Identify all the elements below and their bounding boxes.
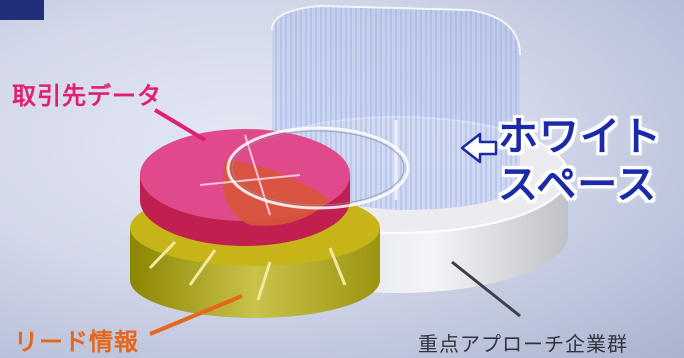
focus-companies-label: 重点アプローチ企業群 xyxy=(418,332,628,356)
client-data-disc xyxy=(140,129,350,246)
lead-info-leader-line xyxy=(149,294,243,336)
corner-brand-block xyxy=(0,0,44,20)
glass-ring-outline xyxy=(226,126,410,210)
client-data-leader-line xyxy=(153,108,207,142)
arrow-left-icon xyxy=(460,132,498,164)
lead-info-label: リード情報 xyxy=(14,328,139,356)
white-space-label-line2: スペース xyxy=(498,162,658,208)
focus-companies-leader-line xyxy=(451,260,521,318)
client-data-label: 取引先データ xyxy=(12,82,162,110)
white-space-label-line1: ホワイト xyxy=(498,114,662,160)
